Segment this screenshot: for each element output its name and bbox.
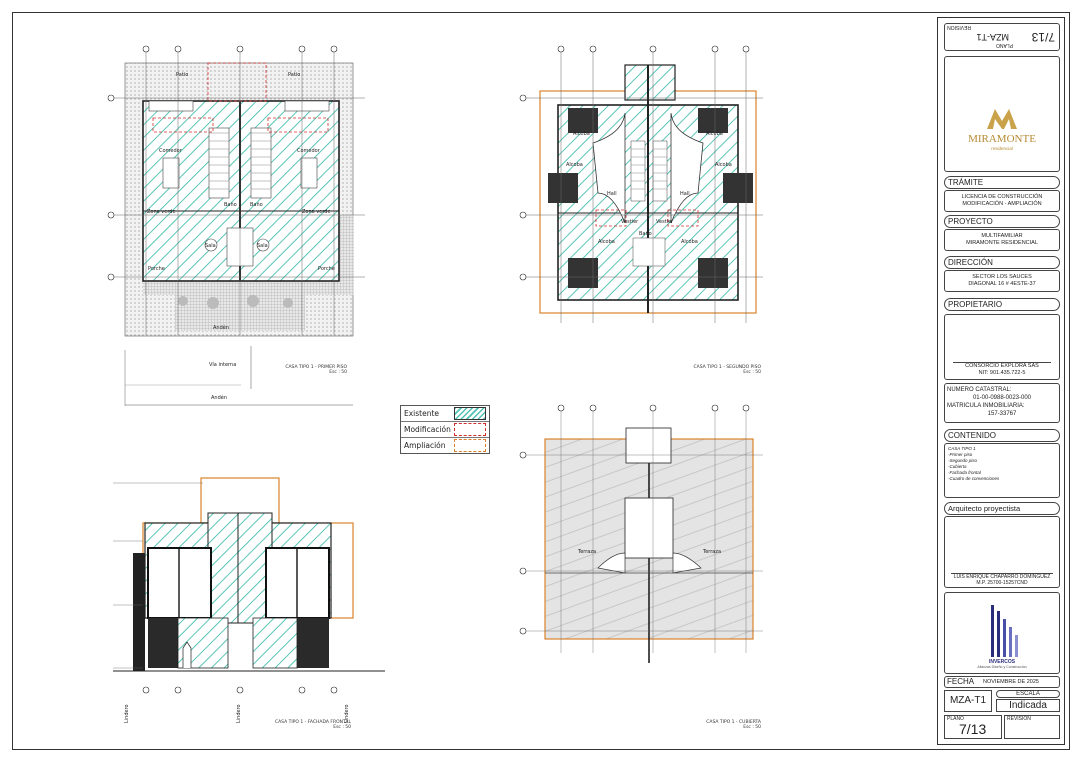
propietario-box: CONSORCIO EXPLORA SAS NIT: 901.435.722-5 (944, 314, 1060, 380)
legend-swatch-modificacion (454, 423, 486, 436)
arquitecto-box: LUIS ENRIQUE CHAPARRO DOMINGUEZ M.P. 257… (944, 516, 1060, 588)
room-label: Alcoba (566, 162, 583, 168)
room-label: Alcoba (573, 131, 590, 137)
top-stamp: 7/13 PLANO MZA-T1 REVISION (944, 23, 1060, 51)
legend-row-ampliacion: Ampliación (401, 438, 489, 453)
room-label: Baño (224, 202, 237, 208)
room-label: Terraza (577, 549, 596, 555)
plano-box: PLANO 7/13 REVISIÓN (944, 715, 1060, 739)
first-floor-plan: Patio Patio Comedor Comedor Baño Baño Sa… (107, 45, 365, 406)
room-label: Vía interna (209, 361, 236, 368)
room-label: Alcoba (598, 239, 615, 245)
room-label: Hall (607, 191, 617, 197)
proyecto-box: MULTIFAMILIAR MIRAMONTE RESIDENCIAL (944, 229, 1060, 251)
room-label: Andén (213, 324, 229, 331)
room-label: Alcoba (706, 131, 723, 137)
code-escala-box: MZA-T1 ESCALA Indicada (944, 690, 1060, 712)
miramonte-logo-icon (987, 109, 1017, 129)
room-label: Terraza (702, 549, 721, 555)
fecha-box: FECHA NOVIEMBRE DE 2025 (944, 676, 1060, 688)
legend-row-modificacion: Modificación (401, 422, 489, 438)
room-label: Hall (680, 191, 690, 197)
title-block: 7/13 PLANO MZA-T1 REVISION MIRAMONTE res… (937, 17, 1065, 745)
room-label: Sala (257, 243, 268, 249)
direccion-box: SECTOR LOS SAUCES DIAGONAL 16 # 4ESTE-37 (944, 270, 1060, 292)
room-label: Porche (318, 266, 335, 272)
room-label: Zona verde (302, 209, 331, 215)
room-label: Baño (639, 231, 652, 237)
room-label: Porche (148, 266, 165, 272)
legend-row-existente: Existente (401, 406, 489, 422)
tramite-box: LICENCIA DE CONSTRUCCIÓN MODIFICACIÓN - … (944, 190, 1060, 212)
room-label: Alcoba (715, 162, 732, 168)
room-label: Patio (176, 72, 188, 78)
invercos-logo-icon (991, 605, 1018, 657)
room-label: Baño (250, 202, 263, 208)
legend: Existente Modificación Ampliación (400, 405, 490, 454)
contenido-box: CASA TIPO 1 -Primer piso -Segundo piso -… (944, 443, 1060, 498)
drawing-sheet: Patio Patio Comedor Comedor Baño Baño Sa… (12, 12, 1070, 750)
room-label: Vestier (656, 219, 674, 225)
room-label: Andén (211, 394, 227, 401)
logo-miramonte: MIRAMONTE residencial (944, 56, 1060, 172)
roof-plan: Terraza Terraza (519, 404, 763, 663)
room-label: Alcoba (681, 239, 698, 245)
logo-invercos: INVERCOS Alianzas Diseño y Construcción (944, 592, 1060, 674)
drawing-canvas: Patio Patio Comedor Comedor Baño Baño Sa… (107, 45, 763, 723)
room-label: Vestier (621, 219, 639, 225)
front-facade: Lindero Lindero Lindero (113, 477, 385, 723)
room-label: Comedor (297, 148, 321, 154)
catastro-box: NUMERO CATASTRAL: 01-00-0988-0023-000 MA… (944, 383, 1060, 423)
room-label: Sala (205, 243, 216, 249)
room-label: Comedor (159, 148, 183, 154)
room-label: Patio (288, 72, 300, 78)
lindero-label: Lindero (124, 704, 130, 723)
lindero-label: Lindero (236, 704, 242, 723)
legend-swatch-ampliacion (454, 439, 486, 452)
room-label: Zona verde (147, 209, 176, 215)
second-floor-plan: Alcoba Alcoba Alcoba Alcoba Alcoba Alcob… (519, 45, 763, 323)
lindero-label: Lindero (344, 704, 350, 723)
legend-swatch-existente (454, 407, 486, 420)
